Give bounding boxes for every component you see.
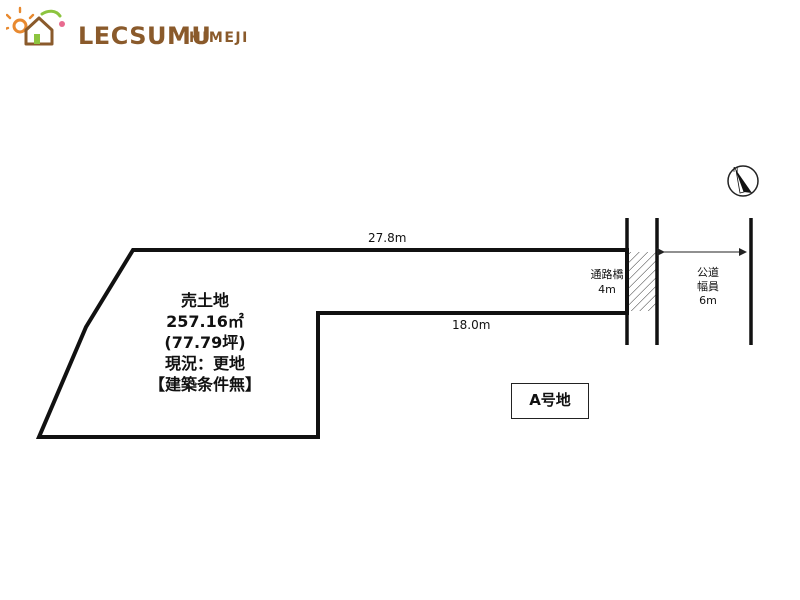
- lot-status: 現況：更地: [164, 354, 245, 373]
- lot-title: 売土地: [180, 291, 229, 310]
- road-width-label: 幅員: [697, 280, 719, 293]
- inner-edge-dimension: 18.0m: [452, 318, 491, 332]
- bridge-width: 4m: [598, 283, 616, 296]
- road-label: 公道: [697, 266, 719, 279]
- north-arrow-icon: N: [727, 165, 759, 197]
- road-width: 6m: [699, 294, 717, 307]
- brand-city: HIMEJI: [189, 30, 249, 46]
- house-logo-icon: [6, 6, 65, 46]
- top-edge-dimension: 27.8m: [368, 231, 407, 245]
- svg-text:N: N: [733, 166, 738, 174]
- brand-name: LECSUMU: [78, 22, 212, 50]
- bridge-hatch: [627, 252, 657, 311]
- lot-condition: 【建築条件無】: [148, 375, 261, 394]
- lot-info: 売土地 257.16㎡ (77.79坪) 現況：更地 【建築条件無】: [130, 290, 280, 395]
- lot-area-m2: 257.16㎡: [166, 312, 244, 331]
- lot-id-label: A号地: [511, 383, 589, 419]
- bridge-label: 通路橋: [590, 268, 624, 281]
- brand-logo: LECSUMU HIMEJI: [6, 4, 266, 50]
- lot-area-tsubo: (77.79坪): [164, 333, 246, 352]
